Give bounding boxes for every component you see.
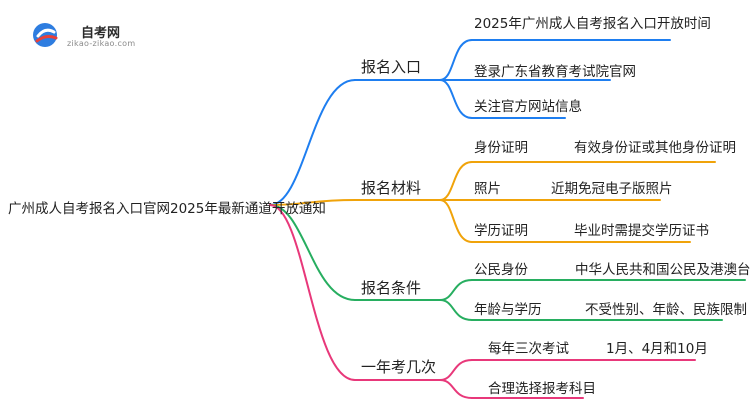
- connector-root-to-branch: [269, 199, 356, 206]
- connector-branch-to-leaf: [439, 79, 473, 119]
- connector-branch-to-leaf: [439, 199, 473, 243]
- logo-mark-icon: [33, 23, 58, 47]
- leaf-conditions-citizenship: 公民身份: [474, 262, 528, 278]
- leaf-entry-open-time: 2025年广州成人自考报名入口开放时间: [474, 16, 711, 32]
- branch-exams-per-year: 一年考几次: [361, 358, 437, 376]
- connector-branch-to-leaf: [439, 279, 473, 301]
- connector-root-to-branch: [269, 204, 356, 381]
- logo-title: 自考网: [81, 26, 121, 41]
- leaf-entry-official-site: 登录广东省教育考试院官网: [474, 64, 636, 80]
- branch-materials: 报名材料: [361, 179, 422, 197]
- leaf-materials-photo-detail: 近期免冠电子版照片: [551, 181, 673, 197]
- leaf-materials-education-detail: 毕业时需提交学历证书: [574, 223, 709, 239]
- connector-branch-to-leaf: [439, 379, 473, 399]
- connector-branch-to-leaf: [439, 359, 473, 381]
- leaf-materials-photo: 照片: [474, 181, 501, 197]
- leaf-entry-follow-info: 关注官方网站信息: [474, 99, 582, 115]
- branch-registration-entry: 报名入口: [361, 58, 422, 76]
- connector-branch-to-leaf: [439, 39, 473, 81]
- leaf-materials-education: 学历证明: [474, 223, 528, 239]
- connector-branch-to-leaf: [439, 161, 473, 201]
- leaf-exams-choose-subjects: 合理选择报考科目: [488, 381, 596, 397]
- connector-branch-to-leaf: [439, 299, 473, 321]
- leaf-conditions-citizenship-detail: 中华人民共和国公民及港澳台居民: [575, 262, 750, 278]
- leaf-exams-three-times: 每年三次考试: [488, 341, 569, 357]
- leaf-materials-id: 身份证明: [474, 140, 528, 156]
- leaf-conditions-age-education: 年龄与学历: [474, 302, 542, 318]
- leaf-conditions-age-education-detail: 不受性别、年龄、民族限制: [585, 302, 747, 318]
- logo-url: zikao-zikao.com: [67, 39, 136, 48]
- leaf-materials-id-detail: 有效身份证或其他身份证明: [574, 140, 736, 156]
- connector-root-to-branch: [269, 204, 356, 301]
- branch-conditions: 报名条件: [361, 279, 422, 297]
- root-topic: 广州成人自考报名入口官网2025年最新通道开放通知: [8, 201, 326, 217]
- connector-root-to-branch: [269, 79, 356, 206]
- leaf-exams-months: 1月、4月和10月: [606, 341, 708, 357]
